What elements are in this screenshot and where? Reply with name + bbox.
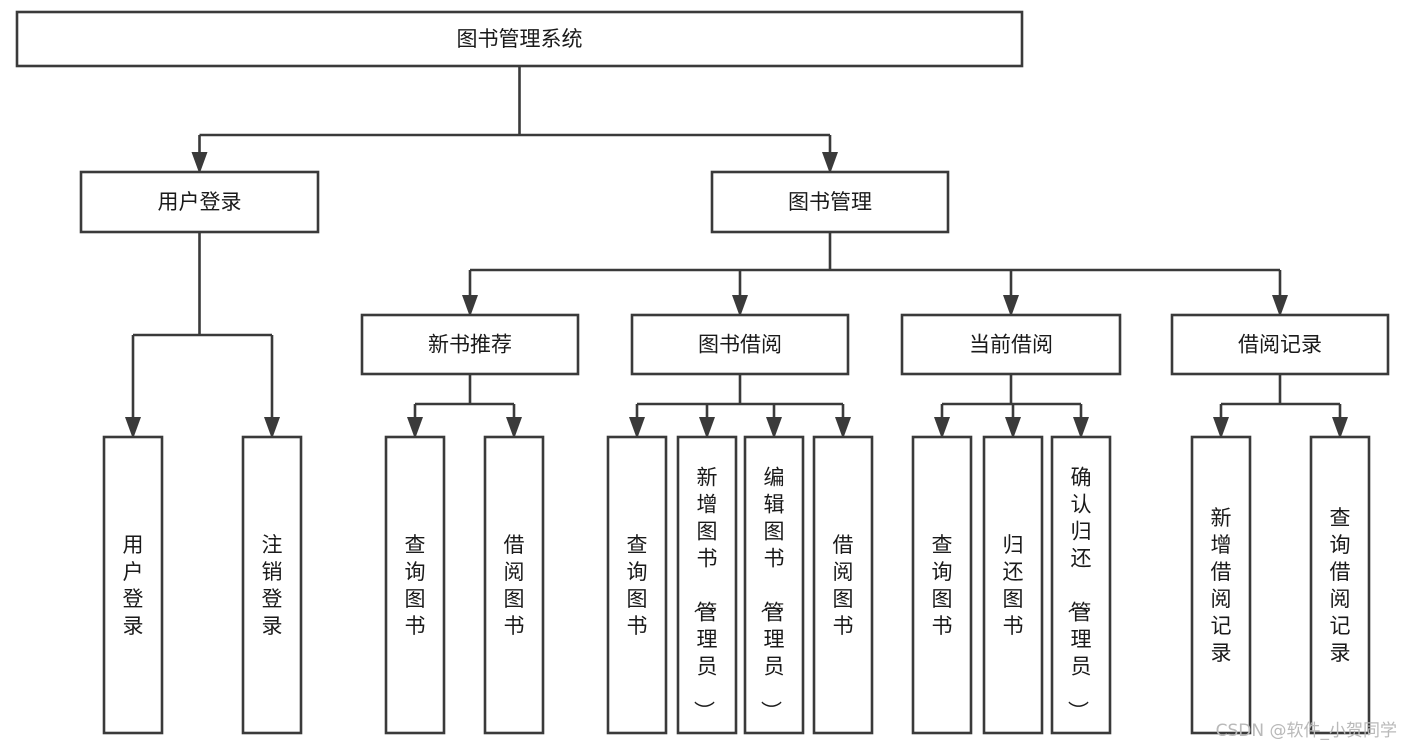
arrow-head-icon (766, 417, 782, 439)
node-label-book-borrow: 图书借阅 (698, 333, 782, 357)
node-box-leaf-confirm-return-admin[interactable] (1050, 435, 1112, 735)
arrow-head-icon (264, 417, 280, 439)
connector-conn-currentborrow-bus (934, 374, 1089, 439)
node-label-borrow-records: 借阅记录 (1238, 333, 1322, 357)
diagram-nodes-layer: 图书管理系统用户登录图书管理新书推荐图书借阅当前借阅借阅记录用户登录注销登录查询… (15, 10, 1390, 735)
node-leaf-add-book-admin[interactable]: 新增图书（管理员） (676, 435, 738, 735)
connector-edges-layer (125, 66, 1348, 439)
arrow-head-icon (125, 417, 141, 439)
arrow-head-icon (1073, 417, 1089, 439)
node-box-leaf-logout[interactable] (241, 435, 303, 735)
node-box-current-borrow[interactable] (900, 313, 1122, 376)
node-leaf-query-borrow-record[interactable]: 查询借阅记录 (1309, 435, 1371, 735)
connector-conn-borrowrecords-bus (1213, 374, 1348, 439)
node-label-leaf-edit-book-admin: 编辑图书（管理员） (759, 466, 785, 722)
node-user-login[interactable]: 用户登录 (79, 170, 320, 234)
node-leaf-query-book-rec[interactable]: 查询图书 (384, 435, 446, 735)
node-label-leaf-query-borrow-record: 查询借阅记录 (1330, 506, 1351, 665)
node-box-leaf-user-login[interactable] (102, 435, 164, 735)
node-book-management[interactable]: 图书管理 (710, 170, 950, 234)
node-label-leaf-user-login: 用户登录 (123, 533, 144, 638)
connector-conn-bookmgmt-bus (462, 232, 1288, 317)
arrow-head-icon (1213, 417, 1229, 439)
node-box-leaf-borrow-book-rec[interactable] (483, 435, 545, 735)
node-label-user-login: 用户登录 (158, 190, 242, 214)
arrow-head-icon (934, 417, 950, 439)
node-book-borrow[interactable]: 图书借阅 (630, 313, 850, 376)
node-leaf-query-book-borrow[interactable]: 查询图书 (606, 435, 668, 735)
node-leaf-confirm-return-admin[interactable]: 确认归还（管理员） (1050, 435, 1112, 735)
arrow-head-icon (506, 417, 522, 439)
node-leaf-user-login[interactable]: 用户登录 (102, 435, 164, 735)
node-label-leaf-query-book-rec: 查询图书 (405, 533, 426, 638)
node-leaf-query-book-current[interactable]: 查询图书 (911, 435, 973, 735)
arrow-head-icon (835, 417, 851, 439)
node-box-borrow-records[interactable] (1170, 313, 1390, 376)
node-box-user-login[interactable] (79, 170, 320, 234)
arrow-head-icon (191, 152, 208, 174)
node-box-leaf-query-borrow-record[interactable] (1309, 435, 1371, 735)
node-box-leaf-query-book-current[interactable] (911, 435, 973, 735)
node-label-new-book-recommend: 新书推荐 (428, 333, 512, 357)
node-label-leaf-add-borrow-record: 新增借阅记录 (1211, 506, 1232, 665)
arrow-head-icon (407, 417, 423, 439)
node-label-leaf-borrow-book-rec: 借阅图书 (504, 533, 525, 638)
node-label-leaf-query-book-borrow: 查询图书 (627, 533, 648, 638)
node-leaf-return-book[interactable]: 归还图书 (982, 435, 1044, 735)
node-root[interactable]: 图书管理系统 (15, 10, 1024, 68)
node-borrow-records[interactable]: 借阅记录 (1170, 313, 1390, 376)
arrow-head-icon (822, 152, 838, 174)
arrow-head-icon (1005, 417, 1021, 439)
arrow-head-icon (629, 417, 645, 439)
arrow-head-icon (1272, 295, 1288, 317)
node-leaf-borrow-book-borrow[interactable]: 借阅图书 (812, 435, 874, 735)
arrow-head-icon (1332, 417, 1348, 439)
node-label-leaf-query-book-current: 查询图书 (932, 533, 953, 638)
node-label-leaf-borrow-book-borrow: 借阅图书 (833, 533, 854, 638)
node-box-root[interactable] (15, 10, 1024, 68)
node-box-book-management[interactable] (710, 170, 950, 234)
node-label-leaf-confirm-return-admin: 确认归还（管理员） (1066, 466, 1092, 722)
node-leaf-borrow-book-rec[interactable]: 借阅图书 (483, 435, 545, 735)
node-box-leaf-query-book-rec[interactable] (384, 435, 446, 735)
node-box-new-book-recommend[interactable] (360, 313, 580, 376)
node-label-leaf-add-book-admin: 新增图书（管理员） (692, 466, 718, 722)
node-box-leaf-add-borrow-record[interactable] (1190, 435, 1252, 735)
arrow-head-icon (1003, 295, 1019, 317)
node-leaf-edit-book-admin[interactable]: 编辑图书（管理员） (743, 435, 805, 735)
node-new-book-recommend[interactable]: 新书推荐 (360, 313, 580, 376)
node-box-book-borrow[interactable] (630, 313, 850, 376)
node-current-borrow[interactable]: 当前借阅 (900, 313, 1122, 376)
node-box-leaf-return-book[interactable] (982, 435, 1044, 735)
node-box-leaf-borrow-book-borrow[interactable] (812, 435, 874, 735)
node-label-leaf-logout: 注销登录 (262, 533, 283, 638)
node-box-leaf-edit-book-admin[interactable] (743, 435, 805, 735)
connector-conn-userlogin-bus (125, 232, 280, 439)
arrow-head-icon (699, 417, 715, 439)
node-leaf-logout[interactable]: 注销登录 (241, 435, 303, 735)
arrow-head-icon (462, 295, 478, 317)
node-box-leaf-add-book-admin[interactable] (676, 435, 738, 735)
connector-conn-newbook-bus (407, 374, 522, 439)
node-label-current-borrow: 当前借阅 (969, 333, 1053, 357)
arrow-head-icon (732, 295, 748, 317)
node-label-leaf-return-book: 归还图书 (1003, 533, 1024, 638)
node-label-book-management: 图书管理 (788, 190, 872, 214)
node-leaf-add-borrow-record[interactable]: 新增借阅记录 (1190, 435, 1252, 735)
node-box-leaf-query-book-borrow[interactable] (606, 435, 668, 735)
connector-conn-bookborrow-bus (629, 374, 851, 439)
node-label-root: 图书管理系统 (457, 27, 583, 51)
connector-conn-root-bus (191, 66, 838, 174)
